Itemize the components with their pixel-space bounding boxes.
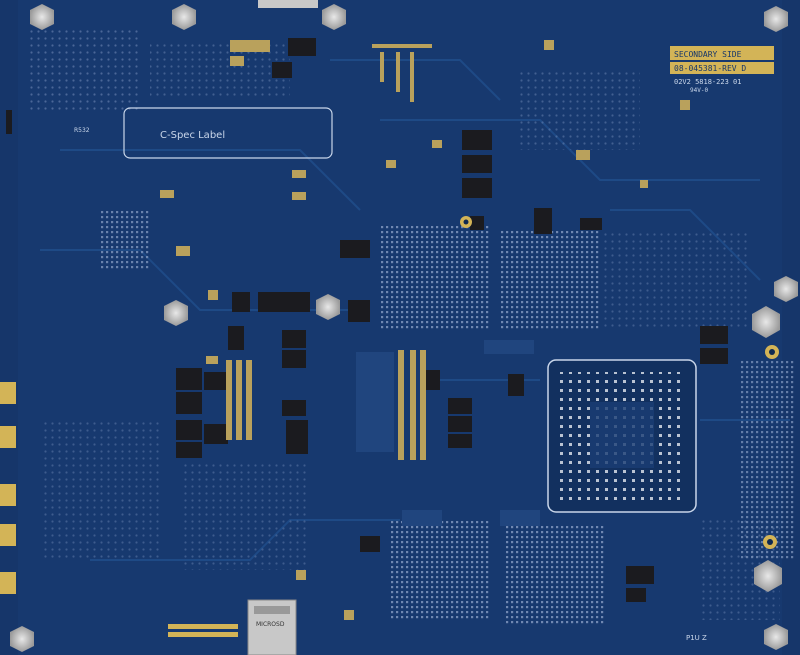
ics <box>176 38 728 602</box>
micro-sd-slot <box>247 599 297 655</box>
via-field <box>30 30 140 110</box>
power-components <box>356 340 540 526</box>
plated-holes <box>460 216 779 549</box>
part-number-text: 08-045381-REV D <box>674 64 746 73</box>
smd-pads <box>160 40 690 620</box>
top-edge-connector <box>258 0 318 8</box>
c-spec-label-box <box>123 107 333 159</box>
sd-slot-text: MICROSD <box>256 621 285 628</box>
sma-connectors <box>0 110 16 594</box>
c-spec-label-text: C-Spec Label <box>160 130 225 141</box>
secondary-side-label <box>670 46 774 74</box>
memory-bga-regions <box>100 210 795 625</box>
rating-text: 94V-0 <box>690 87 708 94</box>
main-processor-footprint <box>547 359 697 513</box>
date-code-text: 02V2 5818-223 01 <box>674 78 741 86</box>
side-label-text: SECONDARY SIDE <box>674 50 742 59</box>
mounting-standoffs <box>10 4 798 652</box>
silkscreen-ref: R532 <box>74 127 90 134</box>
header-pins <box>168 624 238 637</box>
corner-silk-text: P1U Z <box>686 634 707 642</box>
